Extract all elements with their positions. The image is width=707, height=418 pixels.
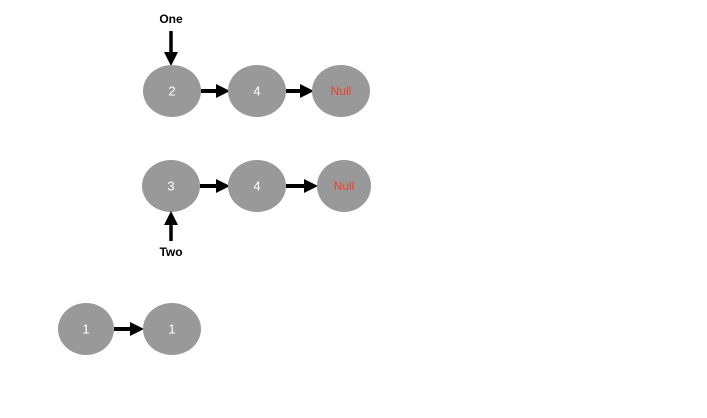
list-node-two-0[interactable]: 3 (142, 160, 200, 212)
pointer-arrow-head-two (164, 211, 178, 225)
node-value-label: 1 (168, 321, 175, 336)
list-node-three-0[interactable]: 1 (58, 303, 114, 355)
linked-list-three: 1 1 (58, 303, 201, 355)
link-arrow-head (304, 179, 318, 193)
node-shape (143, 65, 201, 117)
node-shape (317, 160, 371, 212)
pointer-label-two: Two (159, 245, 182, 259)
node-value-label: 1 (82, 321, 89, 336)
node-null-label: Null (334, 179, 355, 193)
node-shape (228, 160, 286, 212)
list-node-two-1[interactable]: 4 (228, 160, 286, 212)
linked-list-two: 3 4 Null (142, 160, 371, 259)
list-link-two-0 (200, 179, 230, 193)
node-shape (58, 303, 114, 355)
node-shape (142, 160, 200, 212)
link-arrow-head (216, 84, 230, 98)
link-arrow-head (130, 322, 144, 336)
pointer-label-one: One (159, 12, 183, 26)
list-node-two-2[interactable]: Null (317, 160, 371, 212)
node-value-label: 4 (253, 178, 260, 193)
node-value-label: 3 (167, 178, 174, 193)
list-link-three-0 (114, 322, 144, 336)
node-shape (143, 303, 201, 355)
node-value-label: 4 (253, 83, 260, 98)
list-node-one-1[interactable]: 4 (228, 65, 286, 117)
node-null-label: Null (331, 84, 352, 98)
list-node-three-1[interactable]: 1 (143, 303, 201, 355)
list-node-one-0[interactable]: 2 (143, 65, 201, 117)
list-link-two-1 (286, 179, 318, 193)
node-shape (228, 65, 286, 117)
list-link-one-0 (201, 84, 230, 98)
link-arrow-head (300, 84, 314, 98)
link-arrow-head (216, 179, 230, 193)
linked-list-one: One 2 4 (143, 12, 370, 117)
pointer-arrow-head-one (164, 52, 178, 66)
node-value-label: 2 (168, 83, 175, 98)
list-node-one-2[interactable]: Null (312, 65, 370, 117)
list-link-one-1 (286, 84, 314, 98)
node-shape (312, 65, 370, 117)
